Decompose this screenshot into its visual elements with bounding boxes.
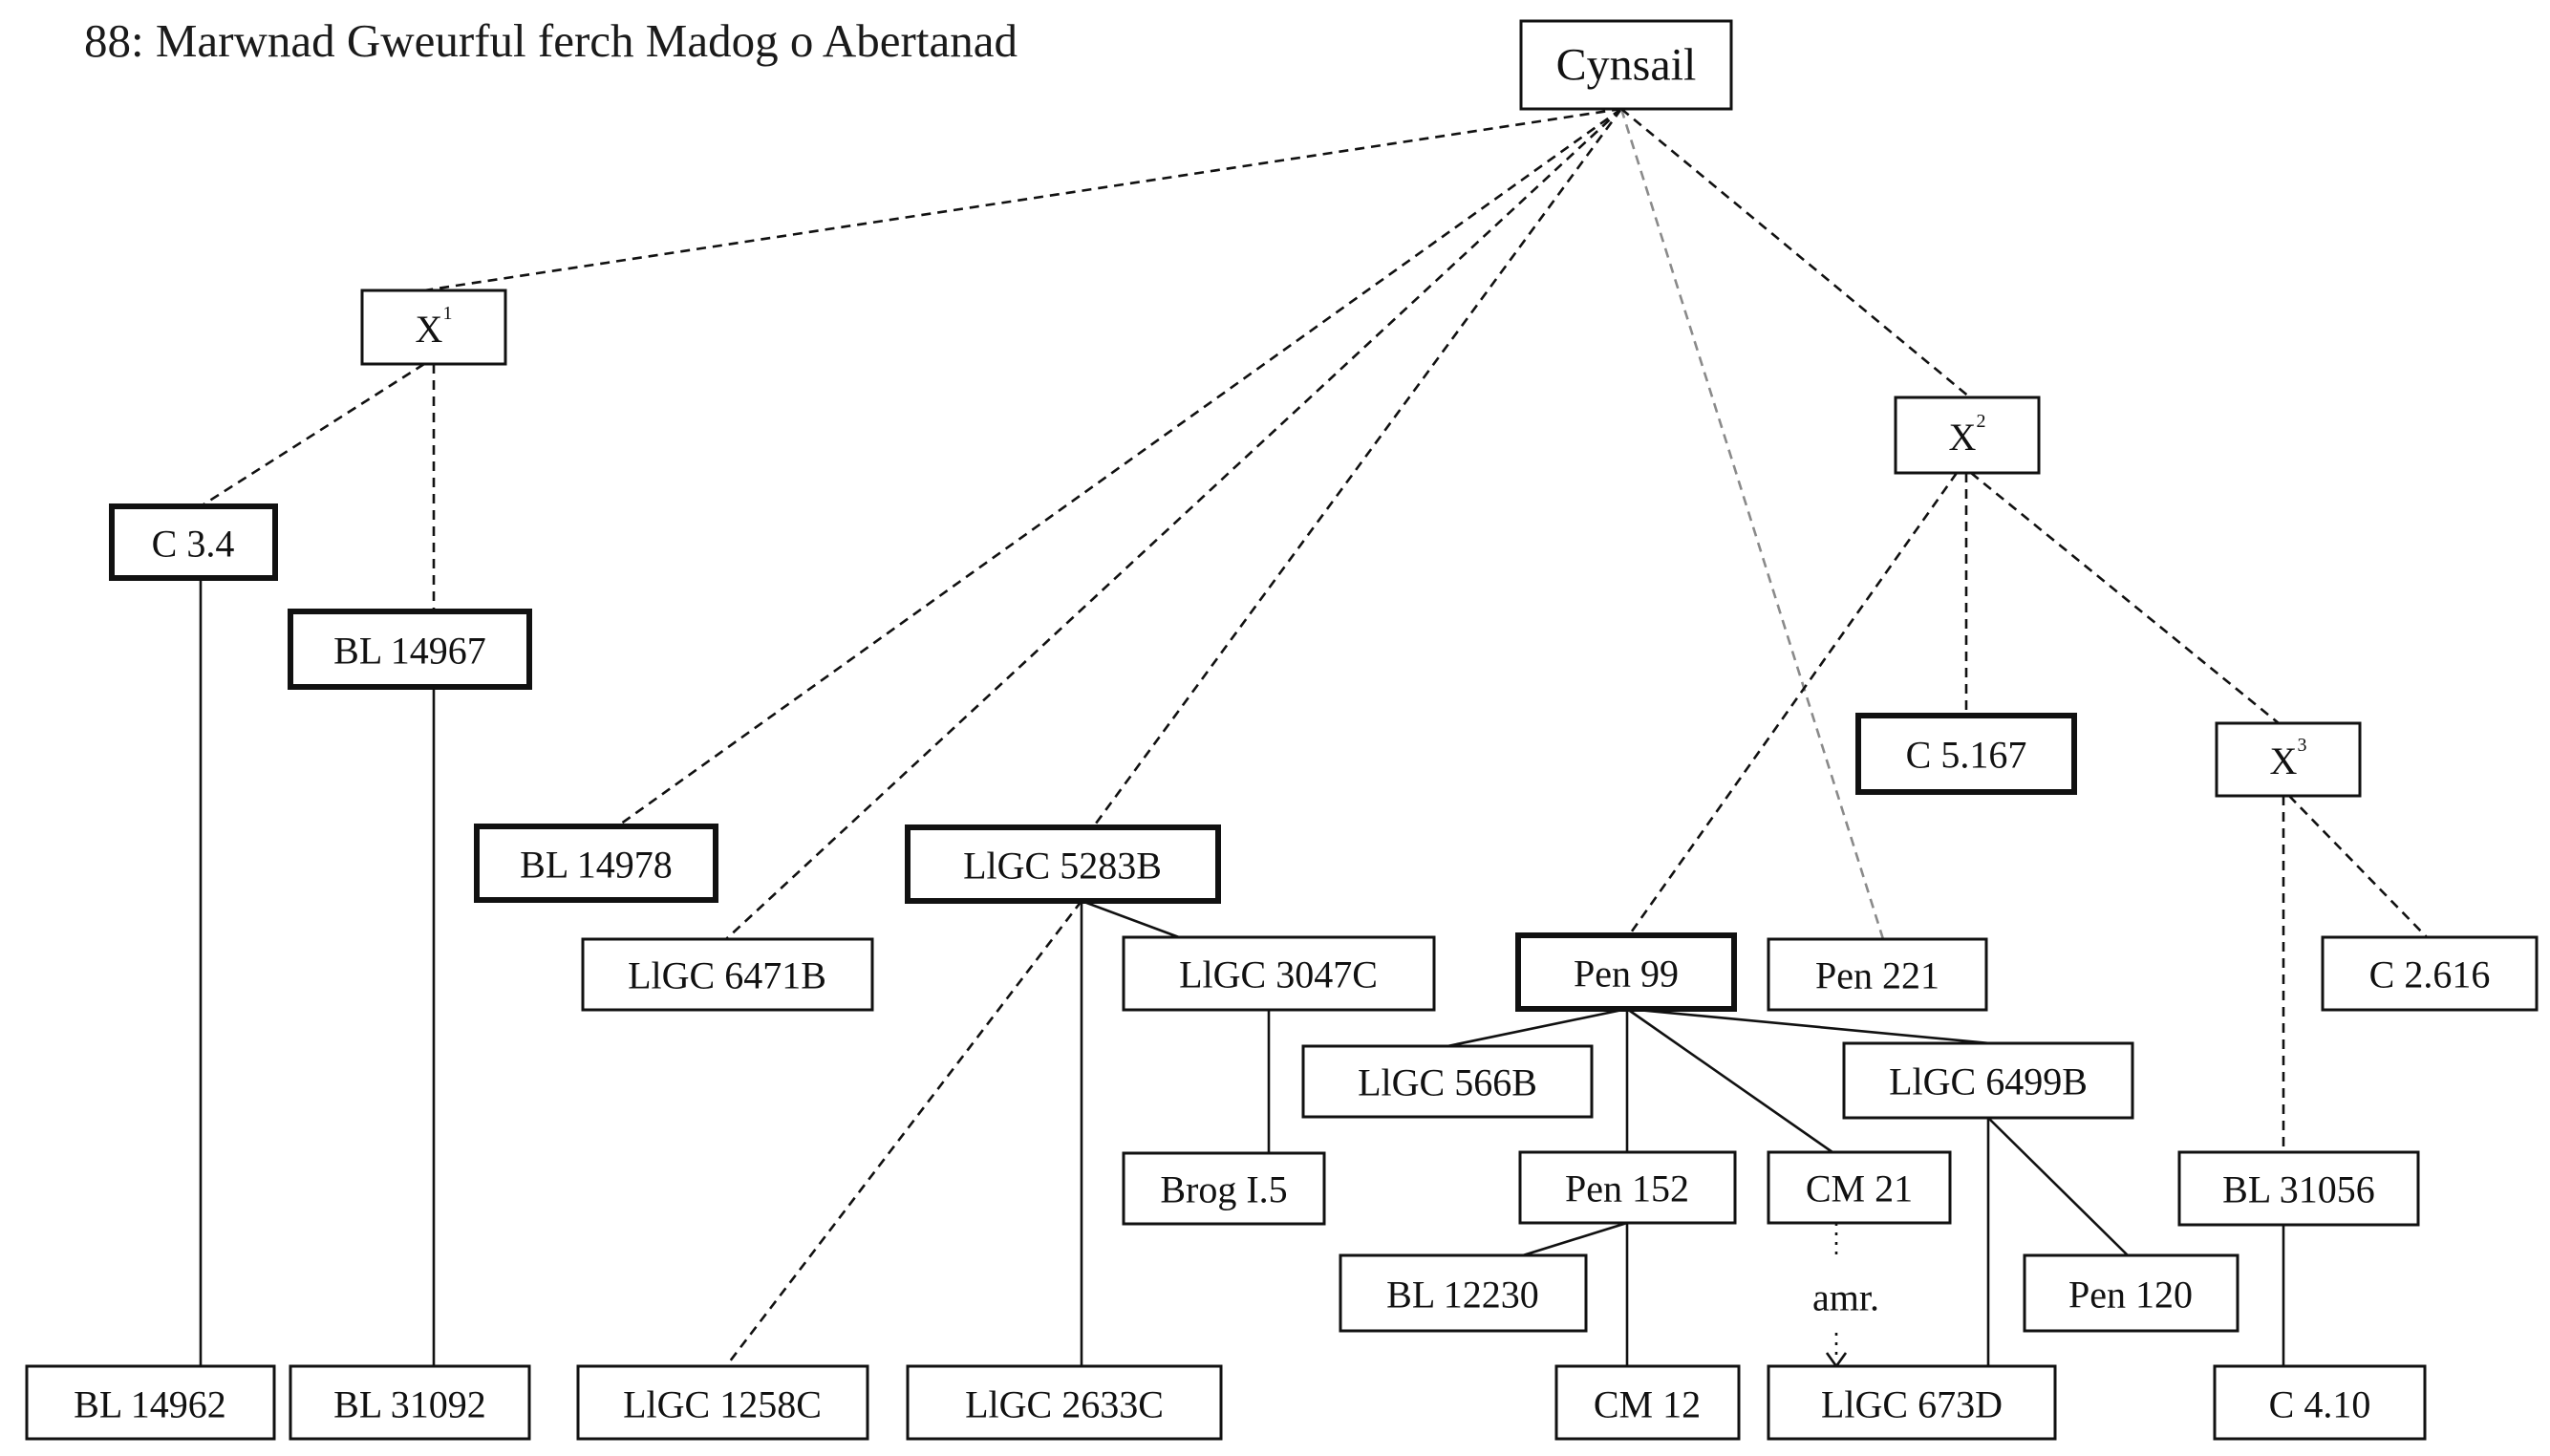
node-bl31056: BL 31056 — [2177, 1150, 2420, 1227]
node-pen120: Pen 120 — [2023, 1253, 2239, 1333]
node-label: LlGC 1258C — [623, 1383, 822, 1426]
node-pen152: Pen 152 — [1518, 1150, 1737, 1225]
edge-cynsail-bl14978 — [616, 107, 1622, 828]
node-llgc566b: LlGC 566B — [1301, 1044, 1594, 1119]
node-superscript: 1 — [442, 303, 452, 324]
node-c5167: C 5.167 — [1855, 713, 2077, 795]
node-llgc6499b: LlGC 6499B — [1842, 1041, 2134, 1120]
node-llgc673d: LlGC 673D — [1767, 1364, 2057, 1441]
edge-llgc5283b-llgc1258c — [724, 900, 1083, 1367]
amr-label: amr. — [1812, 1276, 1879, 1319]
node-cm21: CM 21 — [1767, 1150, 1952, 1225]
stemma-edges — [199, 107, 2428, 1369]
arrowhead-icon — [1825, 1352, 1848, 1369]
node-label: LlGC 3047C — [1179, 953, 1378, 996]
node-bl31092: BL 31092 — [289, 1364, 531, 1441]
node-label: CM 21 — [1806, 1167, 1913, 1210]
node-x2: X2 — [1894, 396, 2041, 475]
node-label: BL 31056 — [2222, 1168, 2375, 1211]
node-label: BL 14978 — [520, 844, 673, 887]
svg-text:X3: X3 — [2270, 735, 2307, 782]
node-label: Pen 99 — [1574, 953, 1679, 996]
node-label: BL 14962 — [74, 1383, 226, 1426]
node-c34: C 3.4 — [109, 503, 278, 581]
node-brog: Brog I.5 — [1122, 1151, 1326, 1226]
edge-pen99-llgc6499b — [1626, 1007, 1991, 1045]
node-x3: X3 — [2215, 721, 2362, 798]
node-bl14967: BL 14967 — [288, 609, 532, 690]
edge-x3-c2616 — [2288, 795, 2428, 938]
node-label: Cynsail — [1556, 40, 1697, 91]
edge-llgc5283b-llgc3047c — [1081, 899, 1180, 939]
node-superscript: 3 — [2297, 735, 2306, 756]
node-bl14978: BL 14978 — [474, 824, 718, 903]
edge-pen152-bl12230 — [1522, 1221, 1628, 1257]
edge-x2-x3 — [1970, 471, 2280, 725]
node-x1: X1 — [360, 289, 507, 366]
node-pen221: Pen 221 — [1767, 937, 1988, 1012]
edge-x2-pen99 — [1627, 472, 1959, 936]
node-label: X — [1949, 416, 1977, 459]
node-label: BL 14967 — [333, 630, 486, 673]
node-cm12: CM 12 — [1554, 1364, 1741, 1441]
node-label: C 5.167 — [1906, 734, 2027, 777]
node-cynsail: Cynsail — [1519, 19, 1733, 111]
node-label: BL 31092 — [333, 1383, 486, 1426]
node-label: Pen 120 — [2068, 1274, 2193, 1317]
node-label: LlGC 6471B — [628, 954, 826, 997]
node-pen99: Pen 99 — [1515, 932, 1737, 1012]
node-label: X — [2270, 739, 2298, 782]
node-label: Pen 152 — [1565, 1167, 1689, 1210]
node-label: Pen 221 — [1815, 954, 1939, 997]
edge-pen99-llgc566b — [1446, 1007, 1628, 1048]
node-bl14962: BL 14962 — [25, 1364, 276, 1441]
svg-text:X2: X2 — [1949, 411, 1986, 459]
node-llgc3047c: LlGC 3047C — [1122, 935, 1436, 1012]
node-bl12230: BL 12230 — [1339, 1253, 1588, 1333]
node-label: BL 12230 — [1386, 1274, 1539, 1317]
node-label: LlGC 566B — [1358, 1061, 1537, 1104]
node-label: CM 12 — [1594, 1383, 1701, 1426]
node-llgc5283b: LlGC 5283B — [905, 824, 1221, 904]
edge-cynsail-x2 — [1620, 107, 1971, 399]
node-label: Brog I.5 — [1160, 1168, 1287, 1211]
node-c2616: C 2.616 — [2321, 935, 2539, 1012]
node-label: LlGC 6499B — [1889, 1060, 2088, 1103]
edge-pen99-cm21 — [1626, 1007, 1833, 1154]
node-label: LlGC 5283B — [963, 845, 1162, 888]
node-llgc2633c: LlGC 2633C — [906, 1364, 1223, 1441]
edge-cynsail-x1 — [423, 107, 1622, 292]
node-superscript: 2 — [1976, 411, 1985, 432]
edge-llgc6499b-pen120 — [1987, 1117, 2129, 1256]
edge-x1-c34 — [200, 362, 425, 508]
edge-cynsail-llgc5283b — [1091, 108, 1623, 828]
node-label: C 3.4 — [152, 523, 235, 566]
edge-cynsail-pen221 — [1619, 108, 1885, 940]
node-label: LlGC 673D — [1821, 1383, 2003, 1426]
node-c410: C 4.10 — [2213, 1364, 2427, 1441]
svg-text:X1: X1 — [416, 303, 453, 351]
edge-cynsail-llgc6471b — [725, 108, 1622, 940]
node-llgc6471b: LlGC 6471B — [581, 937, 874, 1012]
diagram-title: 88: Marwnad Gweurful ferch Madog o Abert… — [84, 14, 1018, 67]
node-llgc1258c: LlGC 1258C — [576, 1364, 869, 1441]
node-label: C 4.10 — [2269, 1383, 2371, 1426]
node-label: X — [416, 308, 443, 351]
node-label: C 2.616 — [2369, 953, 2491, 996]
node-label: LlGC 2633C — [965, 1383, 1164, 1426]
